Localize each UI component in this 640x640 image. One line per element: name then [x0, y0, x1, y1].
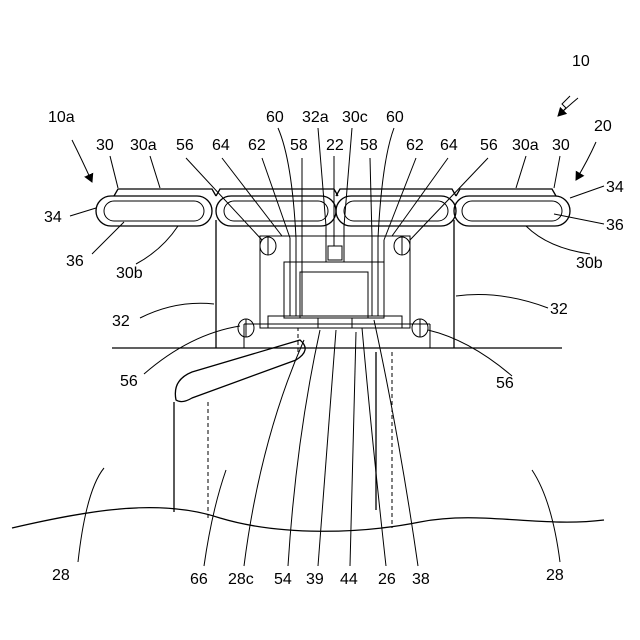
label-32-right: 32	[550, 301, 568, 318]
body-28-outline	[12, 508, 604, 532]
sheet-top-right	[456, 189, 556, 196]
leader-28c	[244, 340, 304, 566]
leader-30c	[344, 128, 352, 226]
leader-34-right	[570, 186, 604, 198]
tube-core-1	[224, 201, 328, 221]
leader-36-right	[554, 214, 604, 224]
label-36-left: 36	[66, 253, 84, 270]
label-30b-left: 30b	[116, 265, 143, 282]
leader-28-right	[532, 470, 560, 562]
label-32a: 32a	[302, 109, 329, 126]
label-34-right: 34	[606, 179, 624, 196]
sheet-top-center-left	[216, 189, 338, 196]
label-39: 39	[306, 571, 324, 588]
label-60-left: 60	[266, 109, 284, 126]
label-56-bottom-left: 56	[120, 373, 138, 390]
label-30a-right: 30a	[512, 137, 539, 154]
label-10a: 10a	[48, 109, 75, 126]
arrow-10	[558, 98, 578, 116]
label-36-right: 36	[606, 217, 624, 234]
label-56-bottom-right: 56	[496, 375, 514, 392]
label-38: 38	[412, 571, 430, 588]
label-30c: 30c	[342, 109, 368, 126]
leader-36-left	[92, 222, 124, 254]
tube-core-0	[104, 201, 204, 221]
tube-core-3	[462, 201, 562, 221]
leader-28-left	[78, 468, 104, 562]
leader-56-top-right	[410, 158, 488, 240]
label-58-right: 58	[360, 137, 378, 154]
module-38	[300, 272, 368, 318]
leader-30-right	[554, 156, 560, 188]
leader-66	[204, 470, 226, 566]
leader-32-right	[456, 295, 548, 309]
cable-66	[175, 340, 305, 402]
label-30a-left: 30a	[130, 137, 157, 154]
sheet-top-left	[114, 189, 216, 196]
label-62-left: 62	[248, 137, 266, 154]
label-62-right: 62	[406, 137, 424, 154]
leader-30b-left	[136, 226, 178, 264]
label-44: 44	[340, 571, 358, 588]
sensor-22	[328, 246, 342, 260]
label-30b-right: 30b	[576, 255, 603, 272]
leader-30b-right	[526, 226, 590, 254]
label-58-left: 58	[290, 137, 308, 154]
inner-housing	[260, 236, 410, 328]
leader-30-left	[110, 156, 118, 188]
leader-56-bottom-right	[428, 330, 512, 376]
label-34-left: 34	[44, 209, 62, 226]
label-28-right: 28	[546, 567, 564, 584]
leader-64-left	[222, 158, 282, 236]
leader-32a	[318, 128, 326, 226]
module-44	[318, 318, 352, 328]
leader-32-left	[140, 303, 214, 318]
leader-30a-left	[150, 156, 160, 188]
leader-30a-right	[516, 156, 526, 188]
label-30-left: 30	[96, 137, 114, 154]
leader-56-top-left	[186, 158, 262, 240]
arrow-20	[576, 142, 596, 180]
leader-38	[374, 320, 418, 566]
label-28-left: 28	[52, 567, 70, 584]
label-10: 10	[572, 53, 590, 70]
label-28c: 28c	[228, 571, 254, 588]
label-56-top-left: 56	[176, 137, 194, 154]
label-54: 54	[274, 571, 292, 588]
label-20: 20	[594, 118, 612, 135]
drawing-geometry	[12, 96, 604, 531]
label-26: 26	[378, 571, 396, 588]
arrow-10-zig	[562, 96, 570, 112]
leader-56-bottom-left	[144, 326, 240, 374]
leader-26	[362, 328, 386, 566]
leader-62-right	[384, 158, 416, 240]
label-32-left: 32	[112, 313, 130, 330]
module-26	[284, 262, 384, 318]
sheet-top-center-right	[336, 189, 456, 196]
label-64-left: 64	[212, 137, 230, 154]
tube-core-2	[344, 201, 448, 221]
label-22: 22	[326, 137, 344, 154]
arrow-10a	[72, 140, 92, 182]
label-30-right: 30	[552, 137, 570, 154]
label-56-top-right: 56	[480, 137, 498, 154]
label-64-right: 64	[440, 137, 458, 154]
label-66: 66	[190, 571, 208, 588]
label-60-right: 60	[386, 109, 404, 126]
leader-34-left	[70, 208, 96, 216]
